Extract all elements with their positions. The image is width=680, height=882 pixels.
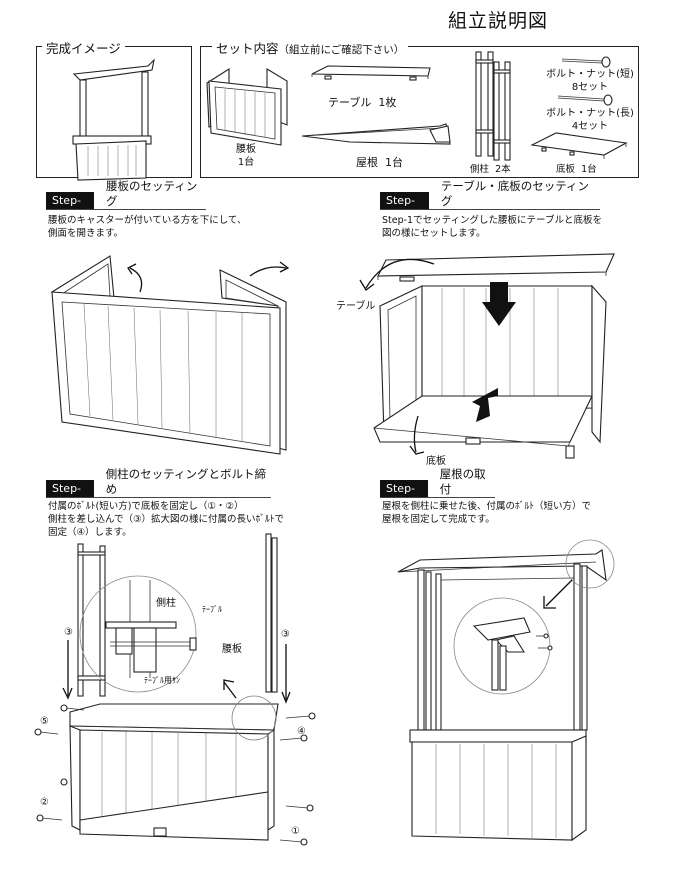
step-2-illustration (359, 253, 615, 459)
step-4-header: Step-4 屋根の取付 (380, 467, 495, 510)
parts-list-label: セット内容（組立前にご確認下さい） (212, 38, 409, 57)
marker-3-left: ③ (64, 627, 73, 638)
step-3-title: 側柱のセッティングとボルト締め (105, 467, 266, 496)
part-name: テーブル (328, 96, 372, 109)
desc-line: 屋根を固定して完成です。 (382, 514, 495, 525)
part-name: 屋根 (356, 156, 378, 169)
detail-label-table: ﾃｰﾌﾞﾙ (202, 605, 222, 614)
step-2-table-label: テーブル (336, 301, 376, 312)
marker-1: ① (291, 826, 300, 837)
step-4-description: 屋根を側柱に乗せた後、付属のﾎﾞﾙﾄ（短い方）で 屋根を固定して完成です。 (382, 500, 591, 526)
part-name: 腰板 (236, 144, 256, 155)
part-name: ボルト・ナット(短) (546, 69, 634, 80)
marker-3-right: ③ (281, 629, 290, 640)
step-1-illustration (50, 255, 290, 455)
part-qty: 1台 (385, 156, 403, 169)
part-pillar-label: 側柱 2本 (470, 163, 511, 176)
step-2-description: Step-1でセッティングした腰板にテーブルと底板を 図の様にセットします。 (382, 214, 602, 240)
step-4-illustration (397, 539, 615, 842)
part-bolt-long-label: ボルト・ナット(長) 4セット (540, 107, 640, 133)
part-qty: 1枚 (378, 96, 397, 109)
arrow-up-icon (472, 388, 498, 422)
step-2-bottom-label: 底板 (426, 456, 446, 467)
document-title: 組立説明図 (448, 10, 549, 32)
bolt-short-icon (561, 56, 611, 68)
parts-list-title: セット内容 (216, 41, 279, 56)
part-qty: 1台 (581, 164, 597, 175)
parts-list-box (200, 46, 639, 178)
part-name: 底板 (556, 164, 576, 175)
part-name: 側柱 (470, 164, 490, 175)
detail-label-rail: ﾃｰﾌﾞﾙ用ｻﾝ (144, 676, 180, 685)
part-bottom-board-label: 底板 1台 (556, 163, 597, 176)
desc-line: Step-1でセッティングした腰板にテーブルと底板を (382, 215, 602, 226)
step-1-header: Step-1 腰板のセッティング (46, 179, 206, 222)
desc-line: 屋根を側柱に乗せた後、付属のﾎﾞﾙﾄ（短い方）で (382, 501, 592, 512)
step-3-header: Step-3 側柱のセッティングとボルト締め (46, 467, 271, 510)
part-qty: 1台 (237, 157, 255, 168)
bolt-long-icon (557, 94, 613, 106)
part-panel-label: 腰板 1台 (226, 143, 266, 169)
part-qty: 2本 (495, 164, 511, 175)
completed-stall-illustration (72, 58, 155, 181)
step-3-illustration (34, 533, 316, 846)
marker-4: ④ (297, 726, 306, 737)
arrow-down-icon (482, 282, 516, 326)
detail-label-pillar: 側柱 (156, 598, 176, 609)
completed-image-label: 完成イメージ (42, 38, 125, 57)
step-1-title: 腰板のセッティング (106, 179, 198, 208)
part-panel-illustration (206, 67, 288, 146)
step-2-header: Step-2 テーブル・底板のセッティング (380, 179, 600, 222)
part-bottom-board-illustration (530, 132, 628, 159)
desc-line: 付属のﾎﾞﾙﾄ(短い方)で底板を固定し（①・②） (48, 501, 244, 512)
part-bolt-short-label: ボルト・ナット(短) 8セット (540, 68, 640, 94)
step-1-description: 腰板のキャスターが付いている方を下にして、 側面を開きます。 (48, 214, 246, 240)
marker-2: ② (40, 797, 49, 808)
step-2-badge: Step-2 (380, 192, 429, 222)
part-roof-illustration (301, 123, 451, 145)
desc-line: 側柱を差し込んで（③）拡大図の様に付属の長いﾎﾞﾙﾄで (48, 514, 285, 525)
parts-list-note: （組立前にご確認下さい） (278, 44, 405, 56)
desc-line: 腰板のキャスターが付いている方を下にして、 (48, 215, 247, 226)
part-name: ボルト・ナット(長) (546, 108, 634, 119)
step-4-title: 屋根の取付 (439, 467, 486, 496)
step-1-badge: Step-1 (46, 192, 95, 222)
step-3-description: 付属のﾎﾞﾙﾄ(短い方)で底板を固定し（①・②） 側柱を差し込んで（③）拡大図の… (48, 500, 284, 539)
desc-line: 図の様にセットします。 (382, 228, 486, 239)
part-table-label: テーブル 1枚 (328, 96, 396, 109)
desc-line: 側面を開きます。 (48, 228, 124, 239)
part-qty: 8セット (571, 82, 609, 93)
desc-line: 固定（④）します。 (48, 527, 132, 538)
part-table-illustration (311, 65, 431, 81)
step-2-title: テーブル・底板のセッティング (440, 179, 590, 208)
marker-5: ⑤ (40, 716, 49, 727)
step-3-badge: Step-3 (46, 480, 94, 510)
part-roof-label: 屋根 1台 (356, 156, 403, 169)
part-qty: 4セット (571, 121, 609, 132)
part-pillar-illustration (475, 51, 511, 161)
step-4-badge: Step-4 (380, 480, 428, 510)
detail-label-panel: 腰板 (222, 644, 242, 655)
